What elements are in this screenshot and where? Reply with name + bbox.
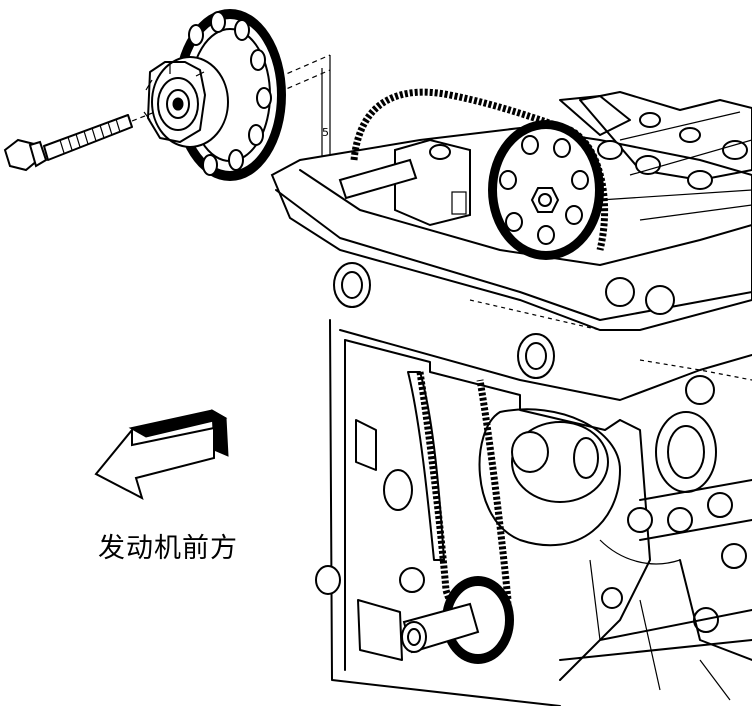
engine-block [270, 88, 752, 707]
direction-label: 发动机前方 [98, 533, 238, 564]
bolt-icon [3, 114, 133, 172]
camshaft-sprocket-icon [143, 9, 286, 181]
callout-number: 5 [322, 126, 329, 139]
arrow-left-icon [94, 409, 229, 500]
